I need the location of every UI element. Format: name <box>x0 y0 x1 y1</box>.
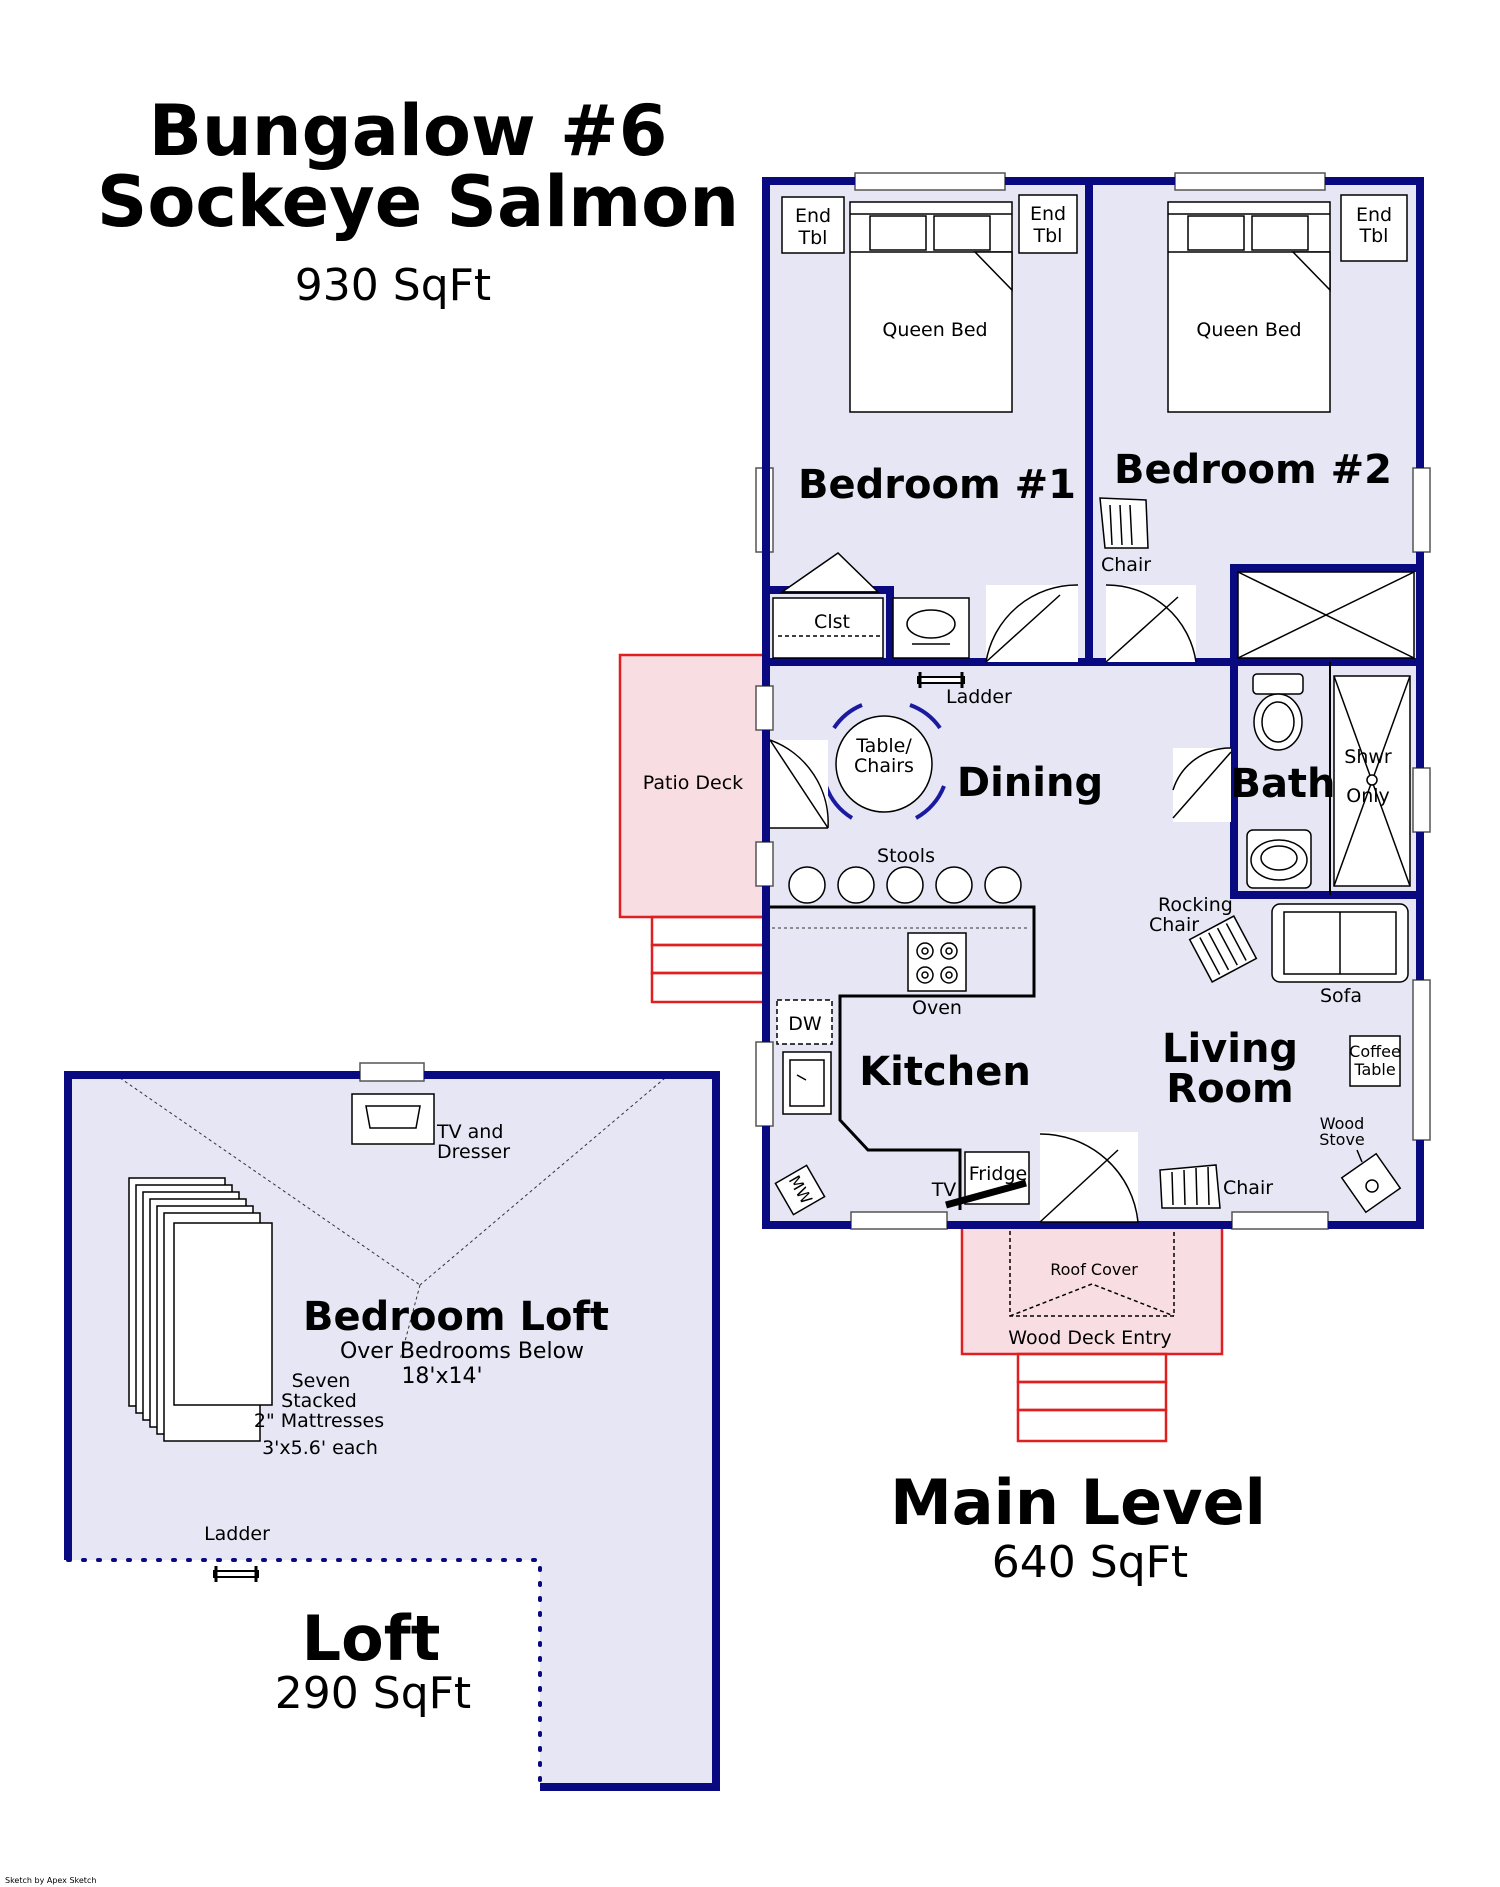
stools-label: Stools <box>877 845 935 867</box>
door-bath <box>1172 747 1232 822</box>
svg-text:TV and: TV and <box>436 1121 503 1143</box>
loft-dims: 18'x14' <box>401 1364 482 1389</box>
door-front <box>1039 1132 1139 1223</box>
sink-bed1 <box>892 597 970 659</box>
svg-text:Tbl: Tbl <box>1033 225 1063 247</box>
svg-text:Rocking: Rocking <box>1158 894 1233 916</box>
main-level-title: Main Level <box>890 1466 1266 1539</box>
svg-text:Ladder: Ladder <box>204 1523 270 1545</box>
room-living-line2: Room <box>1166 1066 1293 1112</box>
svg-text:Fridge: Fridge <box>969 1163 1027 1185</box>
patio-deck <box>618 653 768 1004</box>
sofa: Sofa <box>1271 903 1409 1007</box>
mattress-line1: Seven <box>292 1370 351 1392</box>
room-bedroom2: Bedroom #2 <box>1114 447 1392 493</box>
svg-text:Chairs: Chairs <box>854 755 914 777</box>
svg-text:Table/: Table/ <box>855 735 912 757</box>
kitchen-sink <box>782 1051 832 1115</box>
mattress-line3: 2" Mattresses <box>254 1410 384 1432</box>
tv-dresser: TV and Dresser <box>351 1093 510 1163</box>
dishwasher: DW <box>776 999 833 1045</box>
svg-text:Queen Bed: Queen Bed <box>1196 319 1301 341</box>
svg-text:Chair: Chair <box>1149 914 1199 936</box>
queen-bed-2: Queen Bed <box>1167 201 1331 413</box>
svg-text:Clst: Clst <box>814 611 850 633</box>
svg-text:Shwr: Shwr <box>1344 746 1392 768</box>
kitchen-counter <box>770 905 1036 1210</box>
room-kitchen: Kitchen <box>859 1049 1031 1095</box>
chair-living: Chair <box>1159 1164 1273 1209</box>
svg-text:Tbl: Tbl <box>798 227 828 249</box>
svg-text:Only: Only <box>1346 785 1390 807</box>
ladder-main: Ladder <box>917 672 1012 708</box>
svg-text:Oven: Oven <box>912 997 962 1019</box>
svg-text:Coffee: Coffee <box>1349 1042 1401 1061</box>
loft-walls <box>64 1071 720 1791</box>
svg-text:Ladder: Ladder <box>946 686 1012 708</box>
wood-deck-entry <box>960 1222 1224 1443</box>
stools <box>788 866 1022 904</box>
end-table-bed1-right: End Tbl <box>1018 194 1078 254</box>
tv-main: TV <box>931 1179 1027 1209</box>
svg-text:End: End <box>795 205 831 227</box>
room-living-line1: Living <box>1162 1026 1298 1072</box>
footer-credit: Sketch by Apex Sketch <box>5 1876 96 1885</box>
end-table-bed1-left: End Tbl <box>781 196 845 254</box>
window-loft <box>359 1062 425 1082</box>
room-bedroom1: Bedroom #1 <box>798 462 1076 508</box>
ladder-loft: Ladder <box>204 1523 270 1582</box>
end-table-bed2-right: End Tbl <box>1340 194 1408 262</box>
door-bed2 <box>1105 584 1197 663</box>
chair-bed2: Chair <box>1099 497 1151 576</box>
svg-text:Dresser: Dresser <box>437 1141 510 1163</box>
svg-text:Stove: Stove <box>1319 1130 1365 1149</box>
queen-bed-1: Queen Bed <box>849 201 1013 413</box>
microwave: MW <box>774 1164 826 1216</box>
oven: Oven <box>907 932 967 1019</box>
toilet <box>1252 673 1304 751</box>
wood-deck-label: Wood Deck Entry <box>1008 1327 1171 1349</box>
plan-title-line1: Bungalow #6 <box>149 90 668 172</box>
loft-area: 290 SqFt <box>275 1668 471 1719</box>
svg-text:Queen Bed: Queen Bed <box>882 319 987 341</box>
roof-cover-label: Roof Cover <box>1050 1260 1138 1279</box>
rocking-chair: Rocking Chair <box>1149 894 1258 983</box>
svg-text:Sofa: Sofa <box>1320 985 1362 1007</box>
room-bath: Bath <box>1230 761 1335 807</box>
room-bedroom-loft: Bedroom Loft <box>303 1294 609 1340</box>
wall-utility <box>1230 564 1420 662</box>
room-dining: Dining <box>957 760 1103 806</box>
wood-stove: Wood Stove <box>1319 1114 1402 1214</box>
door-bed1 <box>985 584 1079 663</box>
shower: Shwr Only <box>1333 675 1411 887</box>
door-patio <box>769 739 829 829</box>
svg-text:DW: DW <box>788 1013 822 1035</box>
svg-text:TV: TV <box>931 1179 957 1201</box>
total-area: 930 SqFt <box>295 260 491 311</box>
svg-text:Chair: Chair <box>1101 554 1151 576</box>
svg-text:Chair: Chair <box>1223 1177 1273 1199</box>
svg-text:Table: Table <box>1353 1060 1395 1079</box>
closet: Clst <box>772 597 884 659</box>
svg-text:Wood: Wood <box>1320 1114 1365 1133</box>
utility-closet <box>1237 571 1415 659</box>
patio-deck-label: Patio Deck <box>643 772 743 794</box>
plan-title-line2: Sockeye Salmon <box>97 161 739 243</box>
bath-sink <box>1246 829 1312 889</box>
svg-text:End: End <box>1356 204 1392 226</box>
svg-text:Tbl: Tbl <box>1359 225 1389 247</box>
mattress-line4: 3'x5.6' each <box>262 1437 378 1459</box>
stacked-mattresses <box>128 1177 273 1442</box>
closet-door-bed1 <box>779 552 880 593</box>
loft-title: Loft <box>302 1602 441 1675</box>
main-level-area: 640 SqFt <box>992 1537 1188 1588</box>
coffee-table: Coffee Table <box>1349 1035 1401 1087</box>
mattress-line2: Stacked <box>281 1390 357 1412</box>
wall-bath <box>1230 662 1420 899</box>
svg-text:End: End <box>1030 203 1066 225</box>
loft-sub: Over Bedrooms Below <box>340 1339 584 1364</box>
